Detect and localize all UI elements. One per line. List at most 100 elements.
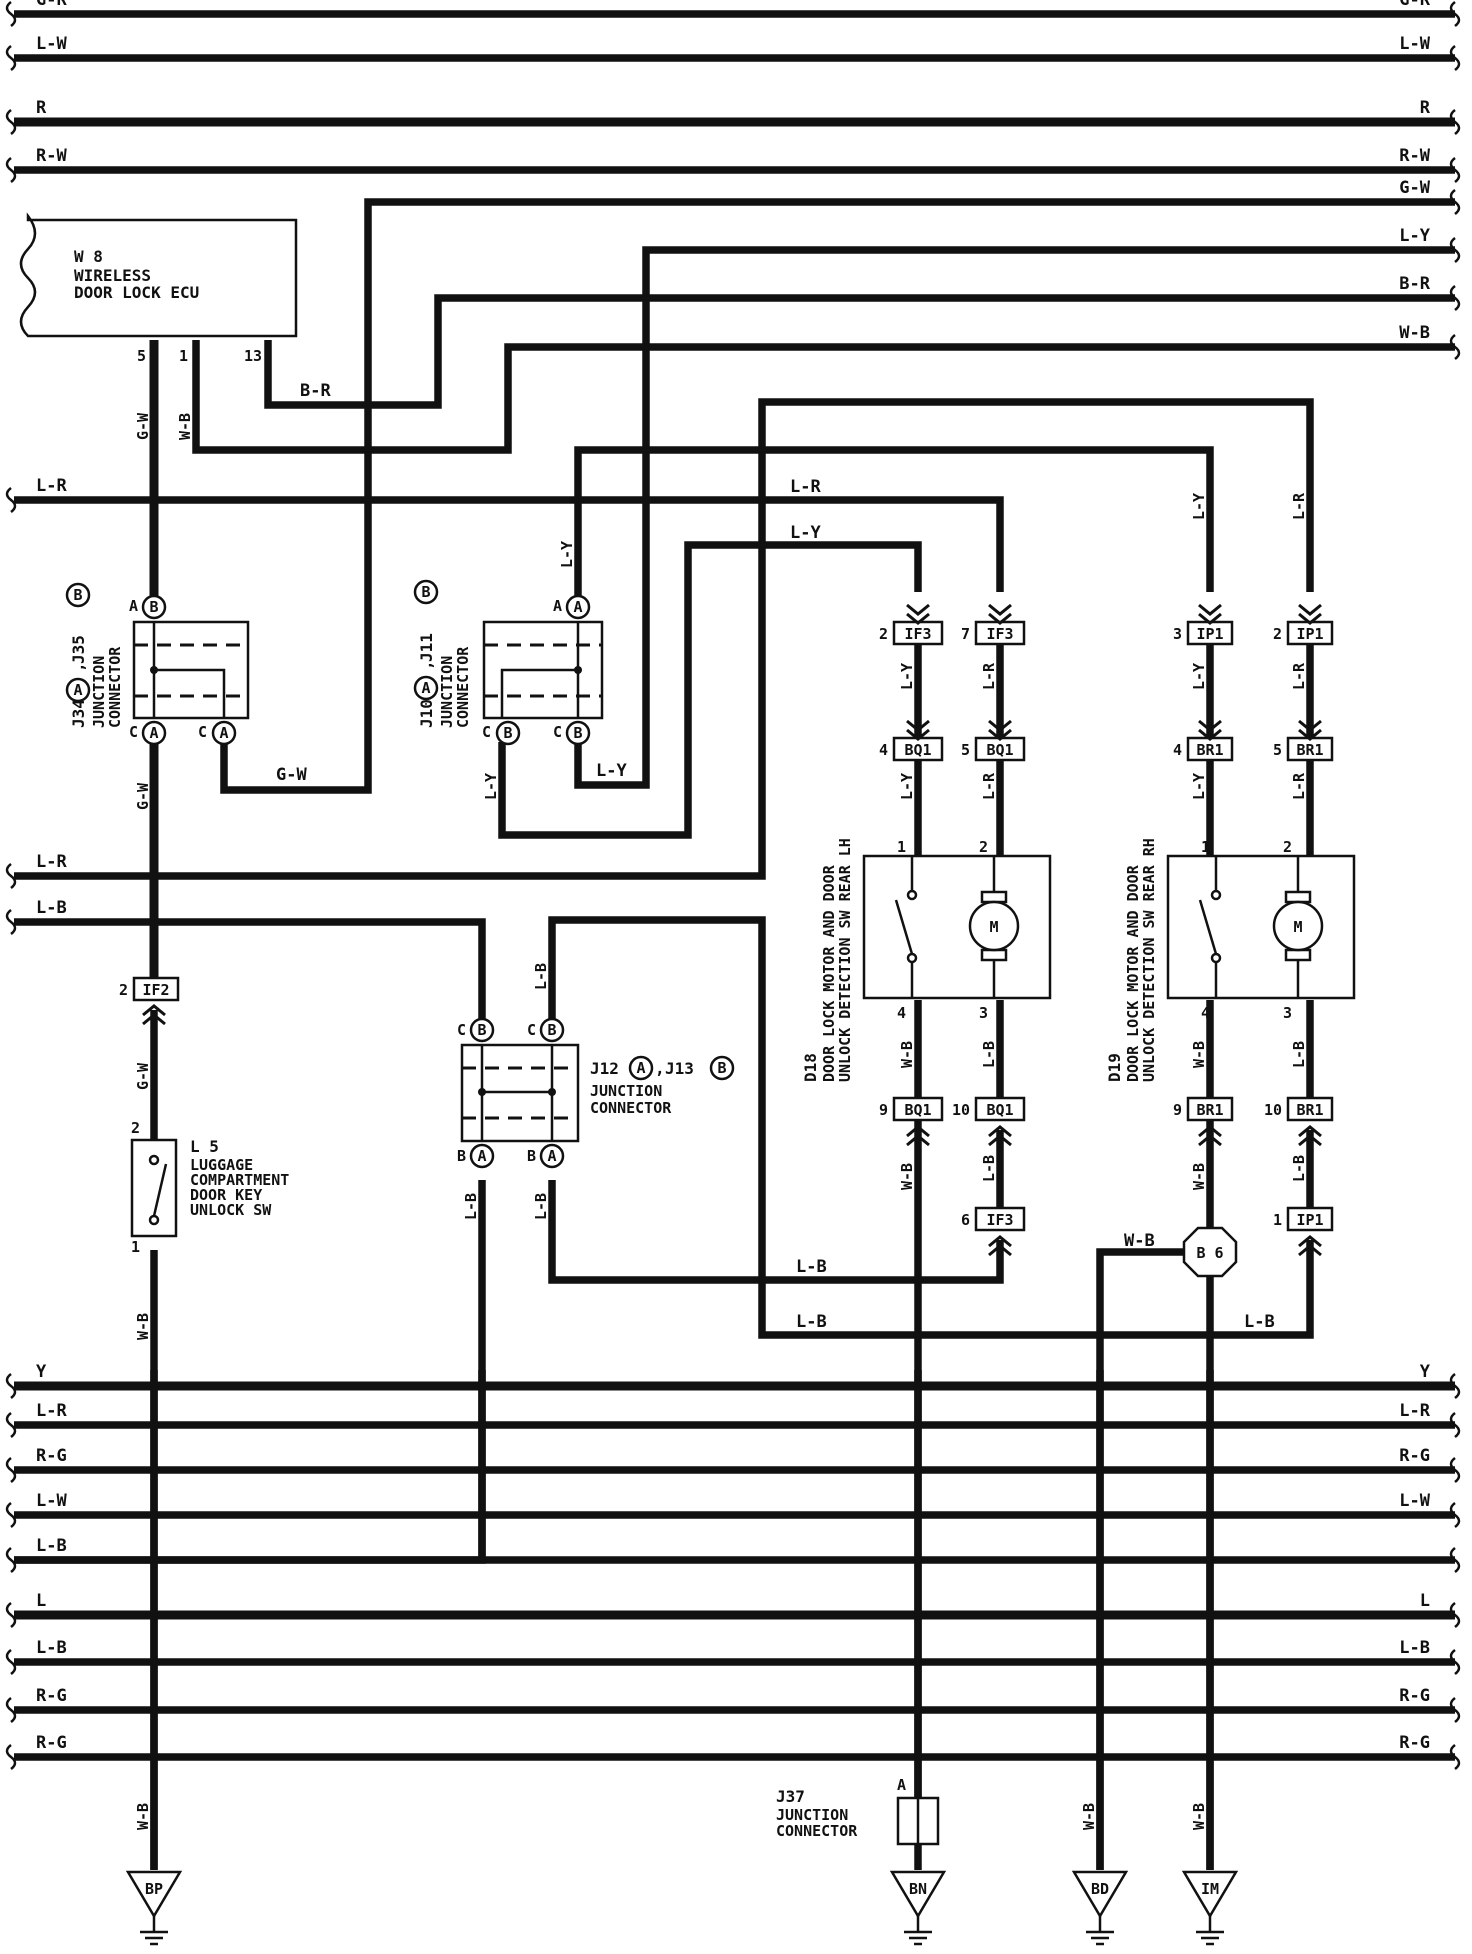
chevron-stroke bbox=[988, 1244, 1012, 1257]
chevron-stroke bbox=[1298, 603, 1322, 616]
break-mark bbox=[5, 487, 17, 513]
pin-side: C bbox=[198, 723, 207, 741]
wire-outer bbox=[192, 340, 1455, 454]
chevron-stroke bbox=[988, 719, 1012, 732]
ground-bd bbox=[1071, 1870, 1129, 1946]
bus-break-left bbox=[5, 1412, 17, 1438]
j12-title-letter bbox=[709, 1055, 735, 1081]
j10-title-letter bbox=[413, 579, 439, 605]
pin-letter: B bbox=[421, 583, 430, 601]
wire-inner bbox=[576, 448, 1212, 602]
wire-label: L-Y bbox=[596, 761, 627, 781]
connector-pin: 9 bbox=[1173, 1101, 1182, 1119]
connector-name: BQ1 bbox=[986, 741, 1013, 759]
motor-symbol: M bbox=[989, 918, 998, 936]
chevron-stroke bbox=[1298, 1134, 1322, 1147]
j12-title-letter bbox=[628, 1055, 654, 1081]
connector-pin: 4 bbox=[879, 741, 888, 759]
ecu-pin: 13 bbox=[244, 347, 262, 365]
bus-code-right: R-G bbox=[1399, 1733, 1430, 1753]
wire-label: L-Y bbox=[790, 523, 821, 543]
connector-name: IP1 bbox=[1296, 625, 1323, 643]
wire-label: G-W bbox=[134, 412, 152, 440]
wire-lr2-left bbox=[14, 398, 1314, 880]
l5-contact bbox=[148, 1214, 160, 1226]
ground-triangle bbox=[125, 1870, 183, 1919]
bus-code-right: L bbox=[1420, 1591, 1430, 1611]
wire-lb-j12-low bbox=[14, 1180, 486, 1564]
ground-triangle bbox=[889, 1870, 947, 1919]
if2-chevron bbox=[142, 1004, 166, 1026]
chevron-stroke bbox=[906, 728, 930, 741]
wire-lb-if3 bbox=[548, 1180, 1004, 1284]
pin-side: C bbox=[129, 723, 138, 741]
connector-pin: 7 bbox=[961, 625, 970, 643]
l5-blade bbox=[152, 1163, 168, 1217]
bq1-tag bbox=[974, 1096, 1026, 1122]
bus-code-left: G-R bbox=[36, 0, 67, 10]
d19-switch-contact bbox=[1210, 952, 1222, 964]
ground-triangle bbox=[1181, 1870, 1239, 1919]
l5-name: UNLOCK SW bbox=[190, 1201, 272, 1219]
connector-pin: 2 bbox=[879, 625, 888, 643]
l5-pin: 1 bbox=[131, 1238, 140, 1256]
ground-triangle bbox=[1071, 1870, 1129, 1919]
splice-b6 bbox=[1182, 1226, 1238, 1278]
bus-code-left: R bbox=[36, 98, 47, 118]
br1-tag bbox=[1286, 1096, 1334, 1122]
chevron-stroke bbox=[988, 603, 1012, 616]
pin-letter: B bbox=[573, 724, 582, 742]
wire-ly-ip1 bbox=[574, 446, 1214, 602]
connector-pin: 9 bbox=[879, 1101, 888, 1119]
wire-inner bbox=[14, 1180, 484, 1562]
j10-pin-a bbox=[565, 594, 591, 620]
ip1-tag bbox=[1286, 1206, 1334, 1232]
chevron bbox=[988, 719, 1012, 741]
j10-pin-b bbox=[495, 720, 521, 746]
connector-name: IP1 bbox=[1296, 1211, 1323, 1229]
d18-motor bbox=[968, 900, 1020, 952]
chevron-stroke bbox=[906, 603, 930, 616]
pin-letter: A bbox=[219, 724, 228, 742]
pin-side: A bbox=[129, 597, 138, 615]
wire-code-right: B-R bbox=[1399, 274, 1430, 294]
chevron-stroke bbox=[1298, 1235, 1322, 1248]
wire-label: G-W bbox=[134, 782, 152, 810]
wire-wb bbox=[192, 340, 1455, 454]
j34-sep: , bbox=[69, 662, 88, 672]
motor-symbol: M bbox=[1293, 918, 1302, 936]
wire-ly bbox=[574, 246, 1455, 789]
wire-label: L-B bbox=[980, 1041, 998, 1068]
d18-pin: 4 bbox=[897, 1004, 906, 1022]
d18-pin: 1 bbox=[897, 838, 906, 856]
bus-break-left bbox=[5, 1, 17, 27]
bus-break-left bbox=[5, 1649, 17, 1675]
chevron-stroke bbox=[142, 1013, 166, 1026]
wire-label: L-Y bbox=[898, 663, 916, 690]
j10-pin-b2 bbox=[565, 720, 591, 746]
chevron-stroke bbox=[1198, 612, 1222, 625]
wire-label: L-B bbox=[1290, 1041, 1308, 1068]
d18-switch-contact bbox=[906, 952, 918, 964]
bus-code-right: G-R bbox=[1399, 0, 1430, 10]
pin-letter: A bbox=[547, 1147, 556, 1165]
d19-pin: 3 bbox=[1283, 1004, 1292, 1022]
connector-pin: 1 bbox=[1273, 1211, 1282, 1229]
wire-lb-ip1 bbox=[548, 916, 1314, 1339]
wire-label: L-B bbox=[1244, 1312, 1275, 1332]
wire-label: W-B bbox=[1080, 1803, 1098, 1830]
break-mark bbox=[5, 863, 17, 889]
j10-label: CONNECTOR bbox=[454, 646, 472, 728]
chevron bbox=[1198, 719, 1222, 741]
ecu-name: WIRELESS bbox=[74, 266, 151, 285]
j37-pin: A bbox=[897, 1776, 906, 1794]
chevron bbox=[1298, 719, 1322, 741]
j10-sep: , bbox=[417, 660, 436, 670]
chevron bbox=[906, 1125, 930, 1147]
pin-letter: A bbox=[421, 679, 430, 697]
wire-outer bbox=[220, 198, 1455, 794]
d19-box bbox=[1166, 854, 1356, 1000]
d19-pin: 4 bbox=[1201, 1004, 1210, 1022]
ground-bn bbox=[889, 1870, 947, 1946]
